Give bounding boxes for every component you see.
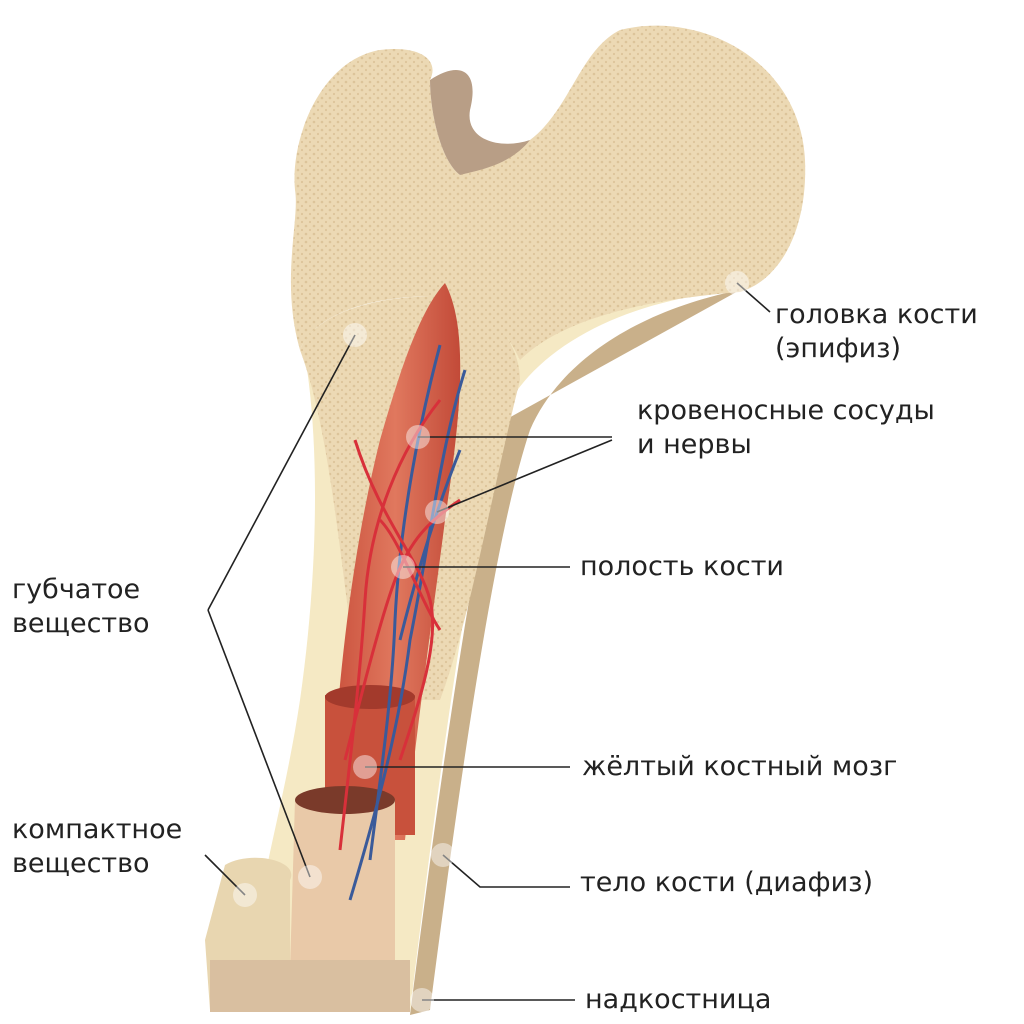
label-line: компактное	[12, 814, 183, 845]
label-bone-cavity: полость кости	[580, 551, 784, 582]
blood-vessels	[338, 344, 467, 901]
label-line: вещество	[12, 848, 150, 879]
label-periosteum: надкостница	[585, 984, 772, 1015]
label-vessels-nerves: кровеносные сосуды и нервы	[637, 394, 935, 462]
label-bone-head: головка кости (эпифиз)	[775, 298, 978, 366]
spongy-cylinder	[290, 800, 395, 970]
bone-outer-surface	[410, 290, 740, 1015]
label-spongy-bone: губчатое вещество	[12, 573, 150, 641]
label-yellow-marrow: жёлтый костный мозг	[582, 751, 898, 782]
label-line: головка кости	[775, 299, 978, 330]
label-diaphysis: тело кости (диафиз)	[580, 867, 874, 898]
label-line: и нервы	[637, 429, 752, 460]
label-line: (эпифиз)	[775, 333, 902, 364]
callout-markers	[233, 271, 749, 1012]
label-line: кровеносные сосуды	[637, 395, 935, 426]
leader-lines	[204, 282, 771, 1001]
label-line: вещество	[12, 608, 150, 639]
bone-head	[290, 25, 806, 361]
head-notch	[430, 70, 530, 175]
label-compact-bone: компактное вещество	[12, 813, 182, 881]
bone-cut-edge	[210, 960, 410, 1012]
label-line: губчатое	[12, 574, 141, 605]
